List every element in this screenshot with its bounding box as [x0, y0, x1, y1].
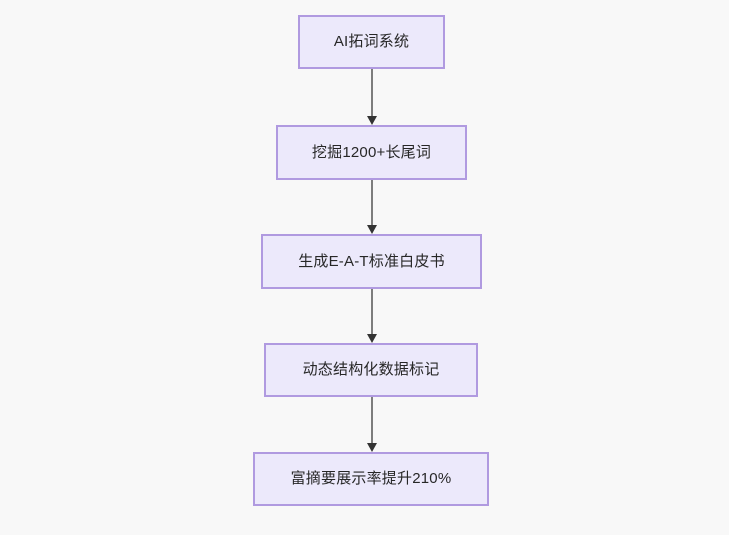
arrowhead-icon [367, 225, 377, 234]
arrowhead-icon [367, 443, 377, 452]
edge-line [371, 289, 373, 335]
edge-node1-to-node2 [367, 69, 377, 125]
arrowhead-icon [367, 334, 377, 343]
node-label: 富摘要展示率提升210% [290, 470, 452, 487]
flowchart-node-mine-longtail-keywords[interactable]: 挖掘1200+长尾词 [276, 125, 467, 180]
flowchart-node-generate-eat-whitepaper[interactable]: 生成E-A-T标准白皮书 [261, 234, 482, 289]
arrowhead-icon [367, 116, 377, 125]
edge-node3-to-node4 [367, 289, 377, 343]
edge-node4-to-node5 [367, 397, 377, 452]
flowchart-node-ai-keyword-system[interactable]: AI拓词系统 [298, 15, 445, 69]
edge-line [371, 69, 373, 117]
node-label: 挖掘1200+长尾词 [311, 143, 432, 161]
edge-line [371, 180, 373, 226]
node-label: 生成E-A-T标准白皮书 [298, 252, 445, 270]
node-label: 动态结构化数据标记 [302, 361, 440, 378]
edge-line [371, 397, 373, 444]
node-label: AI拓词系统 [333, 33, 410, 50]
flowchart-node-rich-snippet-rate-increase[interactable]: 富摘要展示率提升210% [253, 452, 489, 506]
edge-node2-to-node3 [367, 180, 377, 234]
flowchart-node-dynamic-structured-data-markup[interactable]: 动态结构化数据标记 [264, 343, 478, 397]
